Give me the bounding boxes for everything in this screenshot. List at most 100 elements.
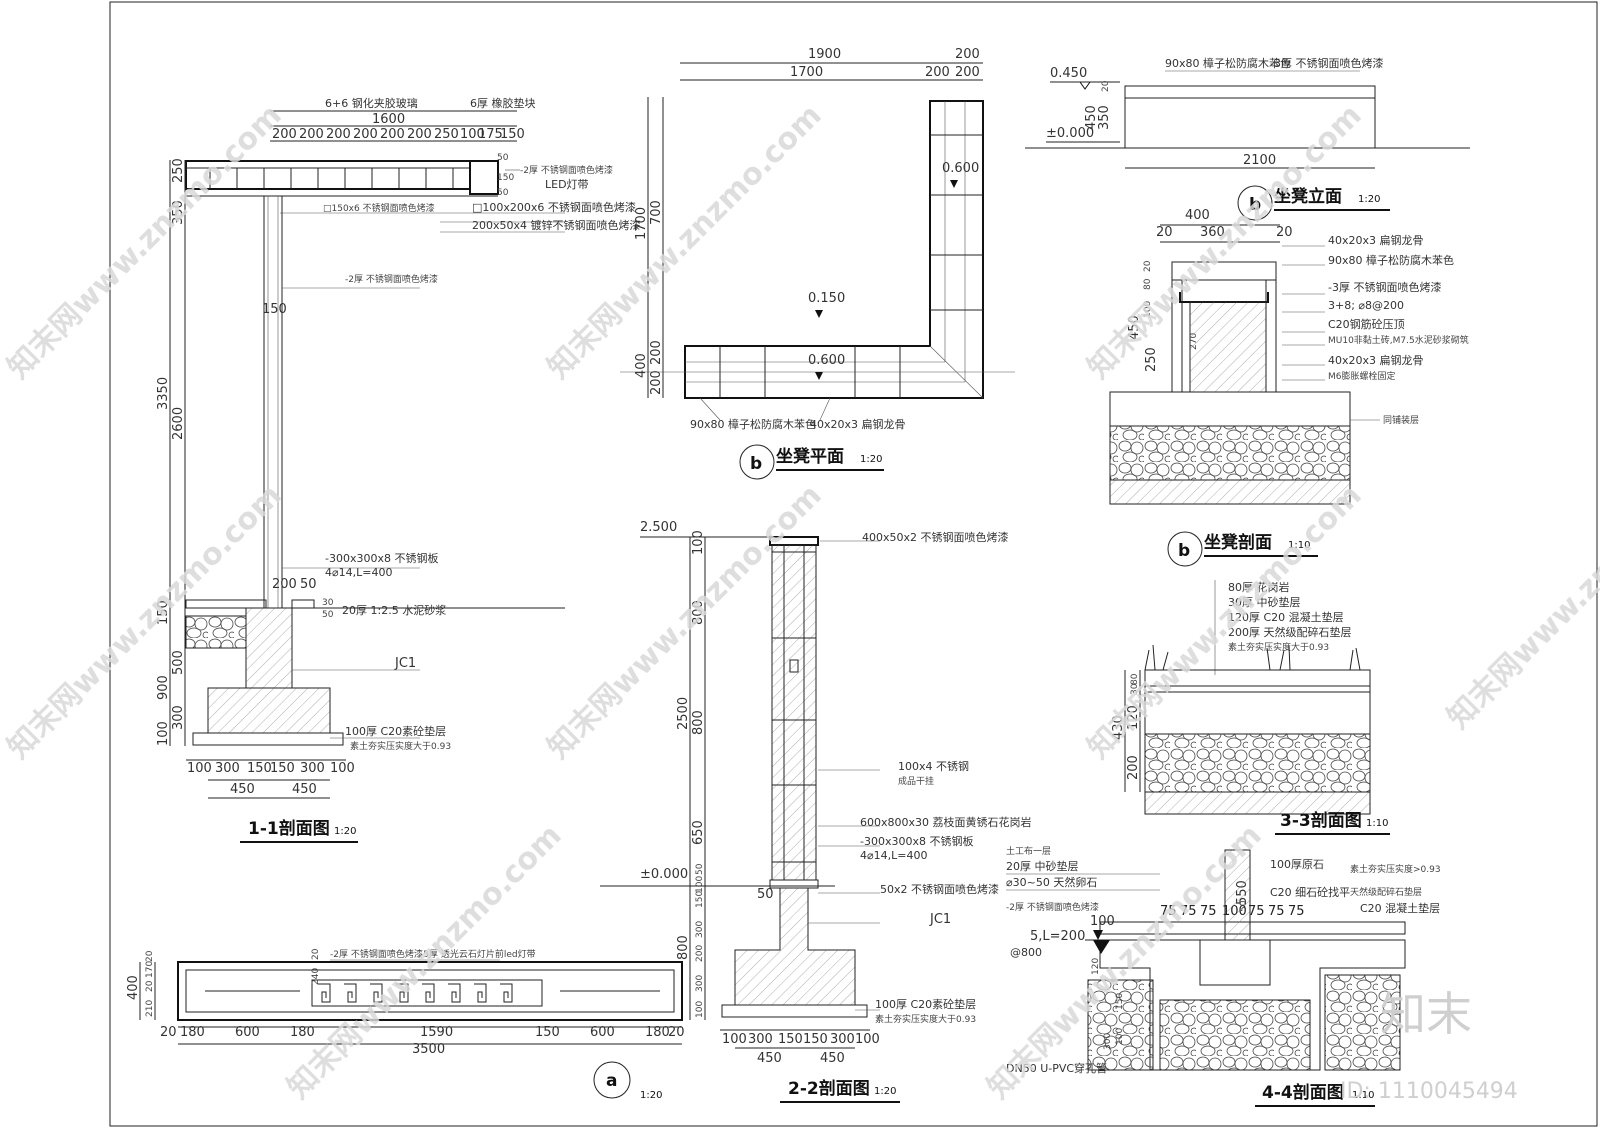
- s22-note-cap: 400x50x2 不锈钢面喷色烤漆: [862, 530, 1009, 544]
- s22-ldim-800a: 800: [691, 600, 706, 625]
- s44-lnote-6: 5,L=200: [1030, 929, 1085, 944]
- s22-note-plate: -300x300x8 不锈钢板: [860, 834, 973, 848]
- bsec-ldim-20: 20: [1143, 260, 1153, 272]
- s11-dim-i: 175: [478, 127, 503, 142]
- bsec-note-6: MU10非黏土砖,M7.5水泥砂浆砌筑: [1328, 334, 1469, 346]
- s44-rnote-3: 素土夯实压实度>0.93: [1350, 863, 1441, 875]
- s22-ldim-300b: 300: [695, 975, 705, 992]
- s22-ldim-50: 50: [695, 863, 705, 875]
- bsec-ldim-100: 100: [1143, 301, 1153, 318]
- a-bdim-d: 180: [290, 1025, 315, 1040]
- plan-dim-1900: 1900: [808, 47, 841, 62]
- s11-ldim-150: 150: [156, 600, 171, 625]
- a-ldim-210: 210: [145, 1000, 155, 1017]
- s11-dim-f: 200: [407, 127, 432, 142]
- s22-ldim-200: 200: [695, 945, 705, 962]
- s44-lnote-4: -2厚 不锈钢面喷色烤漆: [1006, 901, 1099, 913]
- s22-note-steel: 100x4 不锈钢: [898, 760, 969, 773]
- plan-note-steel: 40x20x3 扁钢龙骨: [810, 418, 906, 431]
- brand-logo: 知末: [1380, 987, 1472, 1041]
- s11-bdim2-b: 450: [292, 782, 317, 797]
- a-bdim-g: 600: [590, 1025, 615, 1040]
- elev-level-top: 0.450: [1050, 66, 1087, 81]
- s11-mortar-note: 20厚 1:2.5 水泥砂浆: [342, 603, 446, 617]
- s44-lnote-3: ⌀30~50 天然卵石: [1006, 875, 1097, 889]
- s22-bdim-d: 150: [803, 1032, 828, 1047]
- a-ldim-20b: 20: [145, 980, 155, 992]
- bsec-note-5: C20钢筋砼压顶: [1328, 317, 1405, 331]
- s33-note-2: 30厚 中砂垫层: [1228, 595, 1301, 609]
- s22-ldim-800c: 800: [676, 935, 691, 960]
- s11-ldim-500: 500: [171, 650, 186, 675]
- a-note-2: -5厚 透光云石灯片前led灯带: [420, 948, 536, 960]
- bsec-dim-400: 400: [1185, 208, 1210, 223]
- plan-level-c: 0.600: [808, 353, 845, 368]
- section-1-1: 6+6 钢化夹胶玻璃 6厚 橡胶垫块 1600 200 200 200 200 …: [156, 96, 641, 843]
- bsec-note-3: -3厚 不锈钢面喷色烤漆: [1328, 280, 1441, 294]
- plan-note-wood: 90x80 樟子松防腐木苯色: [690, 417, 816, 431]
- s22-scale: 1:20: [874, 1086, 896, 1097]
- sheet-border: [109, 1, 1598, 1127]
- s11-ldim-100: 100: [156, 721, 171, 746]
- a-bdim-h: 180: [645, 1025, 670, 1040]
- s11-mid-dim: 150: [262, 302, 287, 317]
- a-bdim-a: 20: [160, 1025, 177, 1040]
- s11-bdim-d: 150: [270, 761, 295, 776]
- s11-dim-1600: 1600: [372, 112, 405, 127]
- watermark-7: 知末网www.znzmo.com: [1441, 448, 1600, 736]
- bench-elevation: 0.450 ±0.000 20 450 350 90x80 樟子松防腐木苯色 -…: [1025, 56, 1470, 221]
- s44-lnote-7: @800: [1010, 946, 1042, 959]
- a-ldim-20a: 20: [145, 950, 155, 962]
- elev-dim-20: 20: [1101, 80, 1111, 92]
- s22-ldim-300: 300: [695, 921, 705, 938]
- plan-dim-1700: 1700: [790, 65, 823, 80]
- a-mark: a: [606, 1071, 617, 1091]
- a-scale: 1:20: [640, 1090, 662, 1101]
- a-bdim-e: 1590: [420, 1025, 453, 1040]
- plan-level-b: 0.150: [808, 291, 845, 306]
- s33-scale: 1:10: [1366, 818, 1388, 829]
- s11-bdim-b: 300: [215, 761, 240, 776]
- s22-level-top: 2.500: [640, 520, 677, 535]
- s44-lnote-8: DN50 U-PVC穿孔管: [1006, 1061, 1107, 1075]
- s44-dim-5: 75: [1248, 904, 1265, 919]
- bsec-scale: 1:10: [1288, 540, 1310, 551]
- s22-bdim2-b: 450: [820, 1051, 845, 1066]
- detail-a: -2厚 不锈钢面喷色烤漆 -5厚 透光云石灯片前led灯带 20 170 20 …: [126, 948, 685, 1101]
- s11-base-note-1: 100厚 C20素砼垫层: [345, 724, 446, 738]
- s11-scale: 1:20: [334, 826, 356, 837]
- a-bdim-c: 600: [235, 1025, 260, 1040]
- s44-rnote-1: 100厚原石: [1270, 858, 1324, 871]
- s11-right-note-2: □150x6 不锈钢面喷色烤漆: [323, 202, 435, 214]
- s33-dim-200: 200: [1126, 755, 1141, 780]
- plan-dim-200a: 200: [955, 47, 980, 62]
- s44-dim-7: 75: [1288, 904, 1305, 919]
- s22-note-jc1: JC1: [929, 912, 951, 927]
- elev-note-wood: 90x80 樟子松防腐木苯色: [1165, 56, 1291, 70]
- a-ldim-170: 170: [145, 961, 155, 978]
- s11-bdim-c: 150: [247, 761, 272, 776]
- s11-right-note-led: LED灯带: [545, 178, 589, 191]
- s11-jc1: JC1: [394, 656, 416, 671]
- s11-right-vert-c: 50: [497, 188, 509, 198]
- s44-dim-3: 75: [1200, 904, 1217, 919]
- elev-scale: 1:20: [1358, 194, 1380, 205]
- bsec-note-2: 90x80 樟子松防腐木苯色: [1328, 253, 1454, 267]
- bsec-ldim-250: 250: [1144, 347, 1159, 372]
- bsec-note-7: 40x20x3 扁钢龙骨: [1328, 354, 1424, 367]
- bsec-note-9: 同铺装层: [1383, 414, 1419, 426]
- s22-ldim-2500: 2500: [676, 697, 691, 730]
- plan-ldim-700: 700: [649, 200, 664, 225]
- elev-dim-2100: 2100: [1243, 153, 1276, 168]
- s11-bdim-a: 100: [187, 761, 212, 776]
- s11-col-note: -2厚 不锈钢面喷色烤漆: [345, 273, 438, 285]
- s22-note-anchor: 4⌀14,L=400: [860, 849, 927, 862]
- s22-note-base2: 素土夯实压实度大于0.93: [875, 1013, 976, 1025]
- s11-right-vert-a: 50: [497, 153, 509, 163]
- bsec-dim-20b: 20: [1276, 225, 1293, 240]
- plan-ldim-1700: 1700: [634, 207, 649, 240]
- s11-ldim-2600: 2600: [171, 407, 186, 440]
- s11-dim-d: 200: [353, 127, 378, 142]
- bsec-note-1: 40x20x3 扁钢龙骨: [1328, 234, 1424, 247]
- s22-small: 50: [757, 887, 774, 902]
